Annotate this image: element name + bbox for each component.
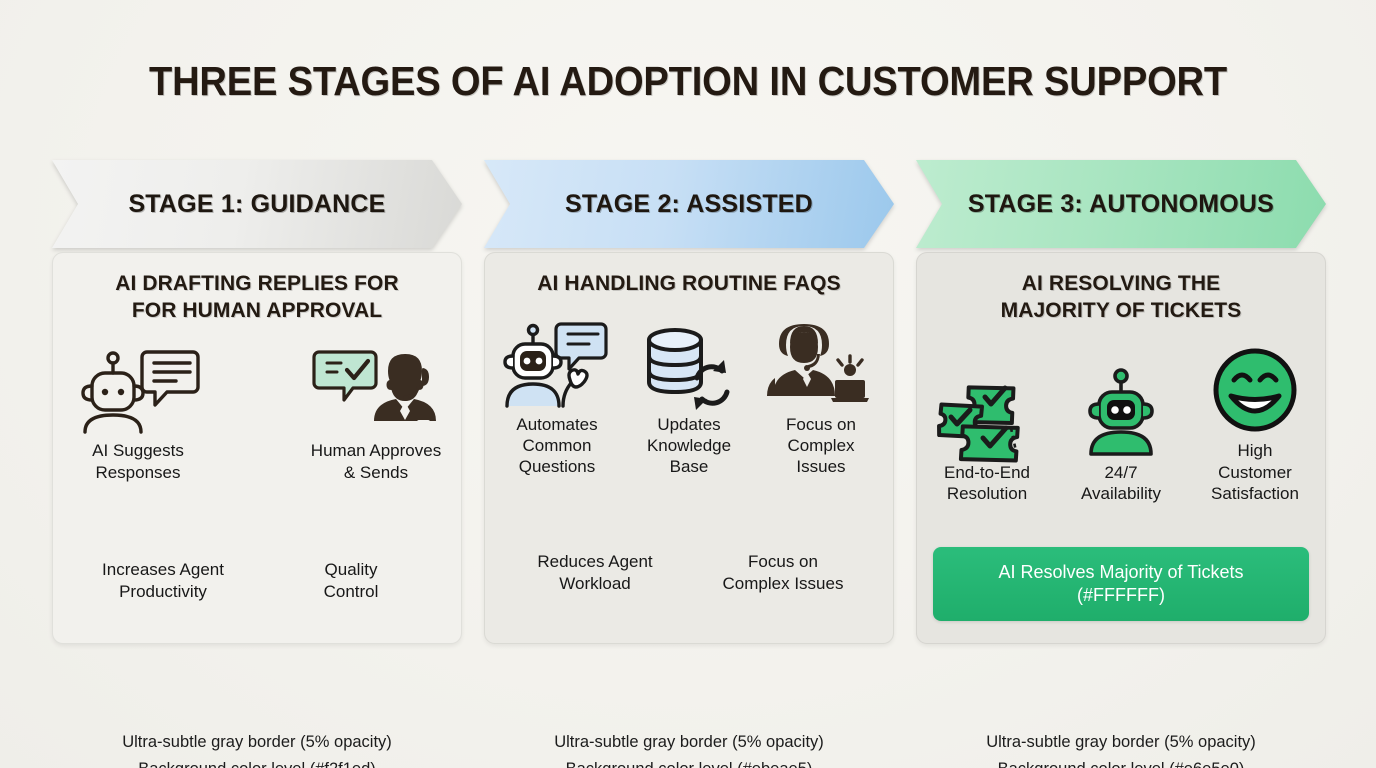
stage-caption-2: Ultra-subtle gray border (5% opacity) Ba…: [484, 729, 894, 768]
robot-chat-icon: [75, 346, 201, 435]
benefit-line: Complex Issues: [722, 573, 844, 593]
tickets-check-icon: [935, 368, 1039, 463]
stage-banner-2[interactable]: STAGE 2: ASSISTED: [484, 160, 894, 248]
label-line: Satisfaction: [1211, 484, 1299, 504]
label-line: Availability: [1080, 484, 1161, 504]
label-line: 24/7: [1104, 462, 1138, 482]
heading-line: MAJORITY OF TICKETS: [1000, 298, 1242, 322]
label-line: High: [1237, 441, 1273, 461]
icon-cell-ai-suggests: AI Suggests Responses: [69, 346, 207, 483]
icon-cell-updates-kb: Updates Knowledge Base: [633, 320, 745, 478]
stage-card-3: AI RESOLVING THE MAJORITY OF TICKETS: [916, 252, 1326, 644]
stage-heading-1: AI DRAFTING REPLIES FOR FOR HUMAN APPROV…: [69, 271, 445, 324]
benefit-line: Quality: [324, 559, 378, 579]
heading-line: AI DRAFTING REPLIES FOR: [115, 272, 399, 295]
benefit-line: Reduces Agent: [537, 551, 653, 571]
benefit-line: Productivity: [119, 581, 207, 601]
benefit-line: Increases Agent: [102, 559, 224, 579]
stages-container: STAGE 1: GUIDANCE AI DRAFTING REPLIES FO…: [52, 160, 1326, 768]
heading-line: AI RESOLVING THE: [1021, 272, 1221, 295]
callout-banner: AI Resolves Majority of Tickets (#FFFFFF…: [933, 547, 1309, 621]
icon-label-updates-kb: Updates Knowledge Base: [647, 414, 731, 478]
icon-label-automates: Automates Common Questions: [516, 414, 597, 478]
label-line: Questions: [518, 457, 596, 477]
benefit-item: Increases Agent Productivity: [69, 559, 257, 603]
label-line: Knowledge: [646, 436, 732, 456]
icon-label-satisfaction: High Customer Satisfaction: [1211, 440, 1299, 504]
stage-caption-1: Ultra-subtle gray border (5% opacity) Ba…: [52, 729, 462, 768]
icon-row-3: End-to-End Resolution: [933, 346, 1309, 504]
label-line: & Sends: [343, 462, 409, 482]
icon-cell-end-to-end: End-to-End Resolution: [933, 368, 1041, 505]
agent-approval-icon: [312, 346, 439, 432]
benefit-line: Focus on: [748, 551, 818, 571]
icon-label-focus-complex: Focus on Complex Issues: [786, 414, 856, 478]
icon-cell-satisfaction: High Customer Satisfaction: [1201, 346, 1309, 504]
label-line: AI Suggests: [92, 441, 184, 461]
label-line: Complex: [787, 436, 855, 456]
icon-cell-availability: 24/7 Availability: [1067, 367, 1175, 505]
stage-banner-3[interactable]: STAGE 3: AUTONOMOUS: [916, 160, 1326, 248]
chevron-shape: [52, 160, 462, 248]
icon-label-ai-suggests: AI Suggests Responses: [92, 440, 184, 483]
chevron-shape: [484, 160, 894, 248]
headset-agent-icon: [767, 320, 871, 406]
database-sync-icon: [639, 320, 739, 410]
icon-cell-focus-complex: Focus on Complex Issues: [765, 320, 877, 478]
benefits-row-2: Reduces Agent Workload Focus on Complex …: [501, 551, 877, 595]
page-title: THREE STAGES OF AI ADOPTION IN CUSTOMER …: [148, 58, 1228, 104]
stage-banner-1[interactable]: STAGE 1: GUIDANCE: [52, 160, 462, 248]
label-line: Resolution: [946, 484, 1028, 504]
benefit-line: Workload: [559, 573, 631, 593]
icon-label-human-approves: Human Approves & Sends: [311, 440, 441, 483]
benefit-item: Quality Control: [257, 559, 445, 603]
label-line: Responses: [95, 462, 181, 482]
caption-line: Background color level (#e6e5e0): [916, 756, 1326, 768]
icon-cell-automates: Automates Common Questions: [501, 320, 613, 478]
icon-label-availability: 24/7 Availability: [1081, 462, 1161, 505]
stage-heading-3: AI RESOLVING THE MAJORITY OF TICKETS: [933, 271, 1309, 324]
caption-line: Background color level (#ebeae5): [484, 756, 894, 768]
icon-row-2: Automates Common Questions: [501, 320, 877, 478]
stage-banner-label-3: STAGE 3: AUTONOMOUS: [967, 189, 1275, 218]
callout-line: (#FFFFFF): [1077, 585, 1165, 605]
benefits-row-1: Increases Agent Productivity Quality Con…: [69, 559, 445, 603]
label-line: Focus on: [786, 414, 856, 434]
caption-line: Ultra-subtle gray border (5% opacity): [554, 733, 824, 752]
label-line: Human Approves: [310, 441, 442, 461]
caption-line: Ultra-subtle gray border (5% opacity): [122, 733, 392, 752]
icon-cell-human-approves: Human Approves & Sends: [307, 346, 445, 483]
heading-line: AI HANDLING ROUTINE FAQS: [537, 272, 841, 295]
stage-column-1: STAGE 1: GUIDANCE AI DRAFTING REPLIES FO…: [52, 160, 462, 768]
benefit-line: Control: [323, 581, 379, 601]
green-robot-icon: [1071, 367, 1171, 456]
label-line: Customer: [1218, 462, 1292, 482]
stage-column-2: STAGE 2: ASSISTED AI HANDLING ROUTINE FA…: [484, 160, 894, 768]
callout-line: AI Resolves Majority of Tickets: [998, 561, 1244, 582]
label-line: End-to-End: [944, 462, 1030, 482]
label-line: Base: [669, 457, 709, 477]
benefit-item: Focus on Complex Issues: [689, 551, 877, 595]
stage-column-3: STAGE 3: AUTONOMOUS AI RESOLVING THE MAJ…: [916, 160, 1326, 768]
caption-line: Background color level (#f2f1ed): [52, 756, 462, 768]
stage-caption-3: Ultra-subtle gray border (5% opacity) Ba…: [916, 729, 1326, 768]
label-line: Updates: [657, 414, 721, 434]
benefit-item: Reduces Agent Workload: [501, 551, 689, 595]
smiley-face-icon: [1209, 346, 1301, 432]
caption-line: Ultra-subtle gray border (5% opacity): [986, 733, 1256, 752]
stage-card-2: AI HANDLING ROUTINE FAQS: [484, 252, 894, 644]
icon-label-end-to-end: End-to-End Resolution: [944, 462, 1030, 505]
stage-card-1: AI DRAFTING REPLIES FOR FOR HUMAN APPROV…: [52, 252, 462, 644]
robot-waving-icon: [501, 320, 613, 408]
label-line: Common: [522, 436, 592, 456]
chevron-shape: [916, 160, 1326, 248]
label-line: Issues: [796, 457, 846, 477]
heading-line: FOR HUMAN APPROVAL: [131, 298, 383, 322]
icon-row-1: AI Suggests Responses: [69, 346, 445, 483]
label-line: Automates: [516, 414, 598, 434]
stage-banner-label-1: STAGE 1: GUIDANCE: [128, 189, 386, 218]
stage-heading-2: AI HANDLING ROUTINE FAQS: [501, 271, 877, 298]
stage-banner-label-2: STAGE 2: ASSISTED: [565, 189, 813, 218]
